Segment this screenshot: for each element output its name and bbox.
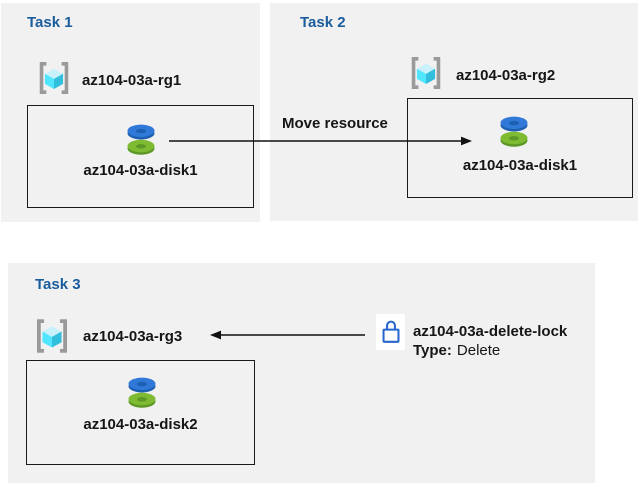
task3-panel: Task 3 az104-03a-rg3 az104-03a-disk2 [8,263,595,483]
resource-group-icon [411,57,441,89]
task2-disk-label: az104-03a-disk1 [462,157,578,174]
task2-title: Task 2 [300,14,346,31]
task1-resource-box: az104-03a-disk1 [27,105,254,208]
lock-icon-box [376,314,405,350]
task1-panel: Task 1 az104-03a-rg1 az104-03a-disk1 [1,3,260,222]
task2-resource-group-label: az104-03a-rg2 [456,67,556,84]
task3-disk-label: az104-03a-disk2 [83,416,198,433]
resource-group-icon [37,319,67,353]
task3-title: Task 3 [35,276,81,293]
lock-type-key: Type: [413,342,452,359]
lock-type-label: Type:Delete [413,341,567,360]
task1-title: Task 1 [27,14,73,31]
task3-resource-box: az104-03a-disk2 [26,360,255,465]
lock-text-block: az104-03a-delete-lock Type:Delete [413,322,567,360]
task2-panel: Task 2 az104-03a-rg2 az104-03a-disk1 [270,3,638,221]
resource-group-icon [39,62,69,94]
disk-icon [128,377,156,408]
disk-icon [500,116,528,147]
lock-type-value: Delete [456,342,501,359]
task1-resource-group-label: az104-03a-rg1 [82,72,182,89]
move-resource-label: Move resource [282,115,388,132]
task3-resource-group-label: az104-03a-rg3 [83,328,183,345]
task2-resource-box: az104-03a-disk1 [407,98,633,198]
lock-icon [382,320,399,343]
task1-disk-label: az104-03a-disk1 [83,162,198,179]
lock-name-label: az104-03a-delete-lock [413,323,568,340]
disk-icon [127,124,155,155]
